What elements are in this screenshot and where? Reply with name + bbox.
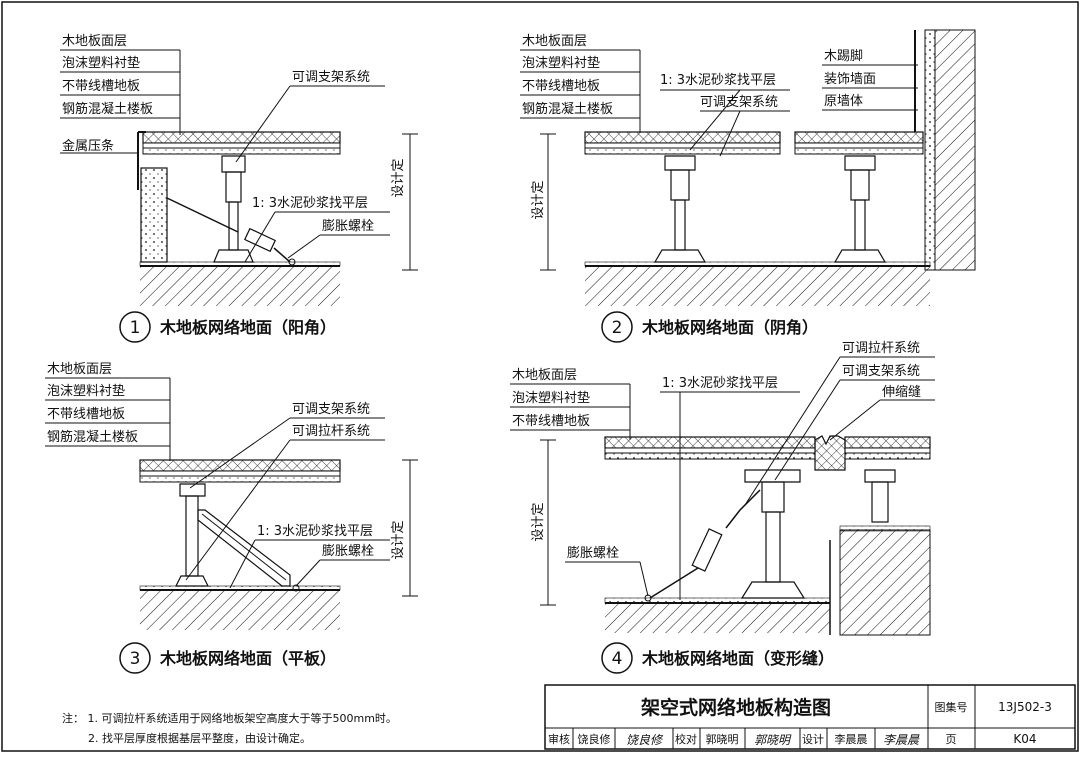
d4-label-wood-surface: 木地板面层 <box>512 368 577 383</box>
d3-label-rc-slab: 钢筋混凝土楼板 <box>47 429 138 445</box>
review-label: 审核 <box>548 732 570 746</box>
detail-4-drawing <box>510 356 935 636</box>
d3-label-design: 设计定 <box>391 520 406 559</box>
design-name: 李晨晨 <box>835 732 868 746</box>
detail-4-caption: 木地板网络地面（变形缝） <box>641 649 834 668</box>
d3-label-expansion-bolt: 膨胀螺栓 <box>322 544 374 559</box>
d2-label-support-system: 可调支架系统 <box>700 95 778 110</box>
d1-label-metal-strip: 金属压条 <box>62 138 114 154</box>
detail-2-number-circle <box>601 311 633 343</box>
detail-1-drawing <box>60 49 418 306</box>
check-signature: 郭晓明 <box>754 733 792 747</box>
d2-label-rc-slab: 钢筋混凝土楼板 <box>522 101 613 117</box>
d2-label-foam-pad: 泡沫塑料衬垫 <box>522 55 600 71</box>
d2-label-mortar: 1: 3水泥砂浆找平层 <box>660 73 776 88</box>
d4-label-mortar: 1: 3水泥砂浆找平层 <box>662 376 778 391</box>
page-label: 页 <box>946 733 957 746</box>
detail-3-drawing <box>45 377 418 630</box>
d4-label-support-system: 可调支架系统 <box>842 364 920 379</box>
d4-label-expansion-bolt: 膨胀螺栓 <box>567 546 619 561</box>
detail-3-number: 3 <box>130 649 141 669</box>
detail-4-number: 4 <box>612 649 623 669</box>
note-line-1: 注： 1. 可调拉杆系统适用于网络地板架空高度大于等于500mm时。 <box>62 711 397 725</box>
detail-1-number-circle <box>119 311 151 343</box>
d1-label-expansion-bolt: 膨胀螺栓 <box>322 219 374 234</box>
d3-label-no-slot-board: 不带线槽地板 <box>47 407 125 422</box>
detail-2-drawing <box>520 29 976 306</box>
d3-label-foam-pad: 泡沫塑料衬垫 <box>47 383 125 399</box>
d1-label-foam-pad: 泡沫塑料衬垫 <box>62 55 140 71</box>
design-label: 设计 <box>802 733 824 746</box>
check-label: 校对 <box>675 732 697 746</box>
drawing-title: 架空式网络地板构造图 <box>640 696 831 719</box>
d1-label-rc-slab: 钢筋混凝土楼板 <box>62 101 153 117</box>
d4-label-foam-pad: 泡沫塑料衬垫 <box>512 390 590 406</box>
detail-2-caption: 木地板网络地面（阴角） <box>641 318 818 337</box>
design-signature: 李晨晨 <box>883 733 920 747</box>
detail-2-number: 2 <box>612 318 623 338</box>
review-name: 饶良修 <box>578 732 611 746</box>
review-signature: 饶良修 <box>626 733 664 747</box>
d1-label-support-system: 可调支架系统 <box>292 70 370 85</box>
detail-3-number-circle <box>119 642 151 674</box>
detail-4-number-circle <box>601 642 633 674</box>
detail-1-number: 1 <box>130 318 141 338</box>
page-number: K04 <box>1013 732 1036 746</box>
atlas-label: 图集号 <box>935 700 968 714</box>
d2-label-original-wall: 原墙体 <box>824 94 863 109</box>
title-block <box>544 684 1076 750</box>
d3-label-mortar: 1: 3水泥砂浆找平层 <box>257 524 373 539</box>
d4-label-tie-system: 可调拉杆系统 <box>842 341 920 356</box>
atlas-number: 13J502-3 <box>998 700 1052 714</box>
d1-label-design: 设计定 <box>391 158 406 197</box>
d1-label-mortar: 1: 3水泥砂浆找平层 <box>252 196 368 211</box>
d2-label-wood-surface: 木地板面层 <box>522 34 587 49</box>
d1-label-no-slot-board: 不带线槽地板 <box>62 79 140 94</box>
d4-label-no-slot-board: 不带线槽地板 <box>512 414 590 429</box>
detail-3-caption: 木地板网络地面（平板） <box>159 649 336 668</box>
note-line-2: 2. 找平层厚度根据基层平整度，由设计确定。 <box>88 731 311 745</box>
d3-label-support-system: 可调支架系统 <box>292 402 370 417</box>
check-name: 郭晓明 <box>706 733 739 746</box>
d3-label-tie-system: 可调拉杆系统 <box>292 424 370 439</box>
d4-label-expansion-joint: 伸缩缝 <box>882 384 921 400</box>
d2-label-skirting: 木踢脚 <box>824 48 863 64</box>
d2-label-design: 设计定 <box>531 180 546 219</box>
detail-1-caption: 木地板网络地面（阳角） <box>159 318 336 337</box>
d4-label-design: 设计定 <box>531 502 546 541</box>
d2-label-no-slot-board: 不带线槽地板 <box>522 79 600 94</box>
d1-label-wood-surface: 木地板面层 <box>62 34 127 49</box>
d2-label-decor-wall: 装饰墙面 <box>824 72 876 87</box>
d3-label-wood-surface: 木地板面层 <box>47 362 112 377</box>
